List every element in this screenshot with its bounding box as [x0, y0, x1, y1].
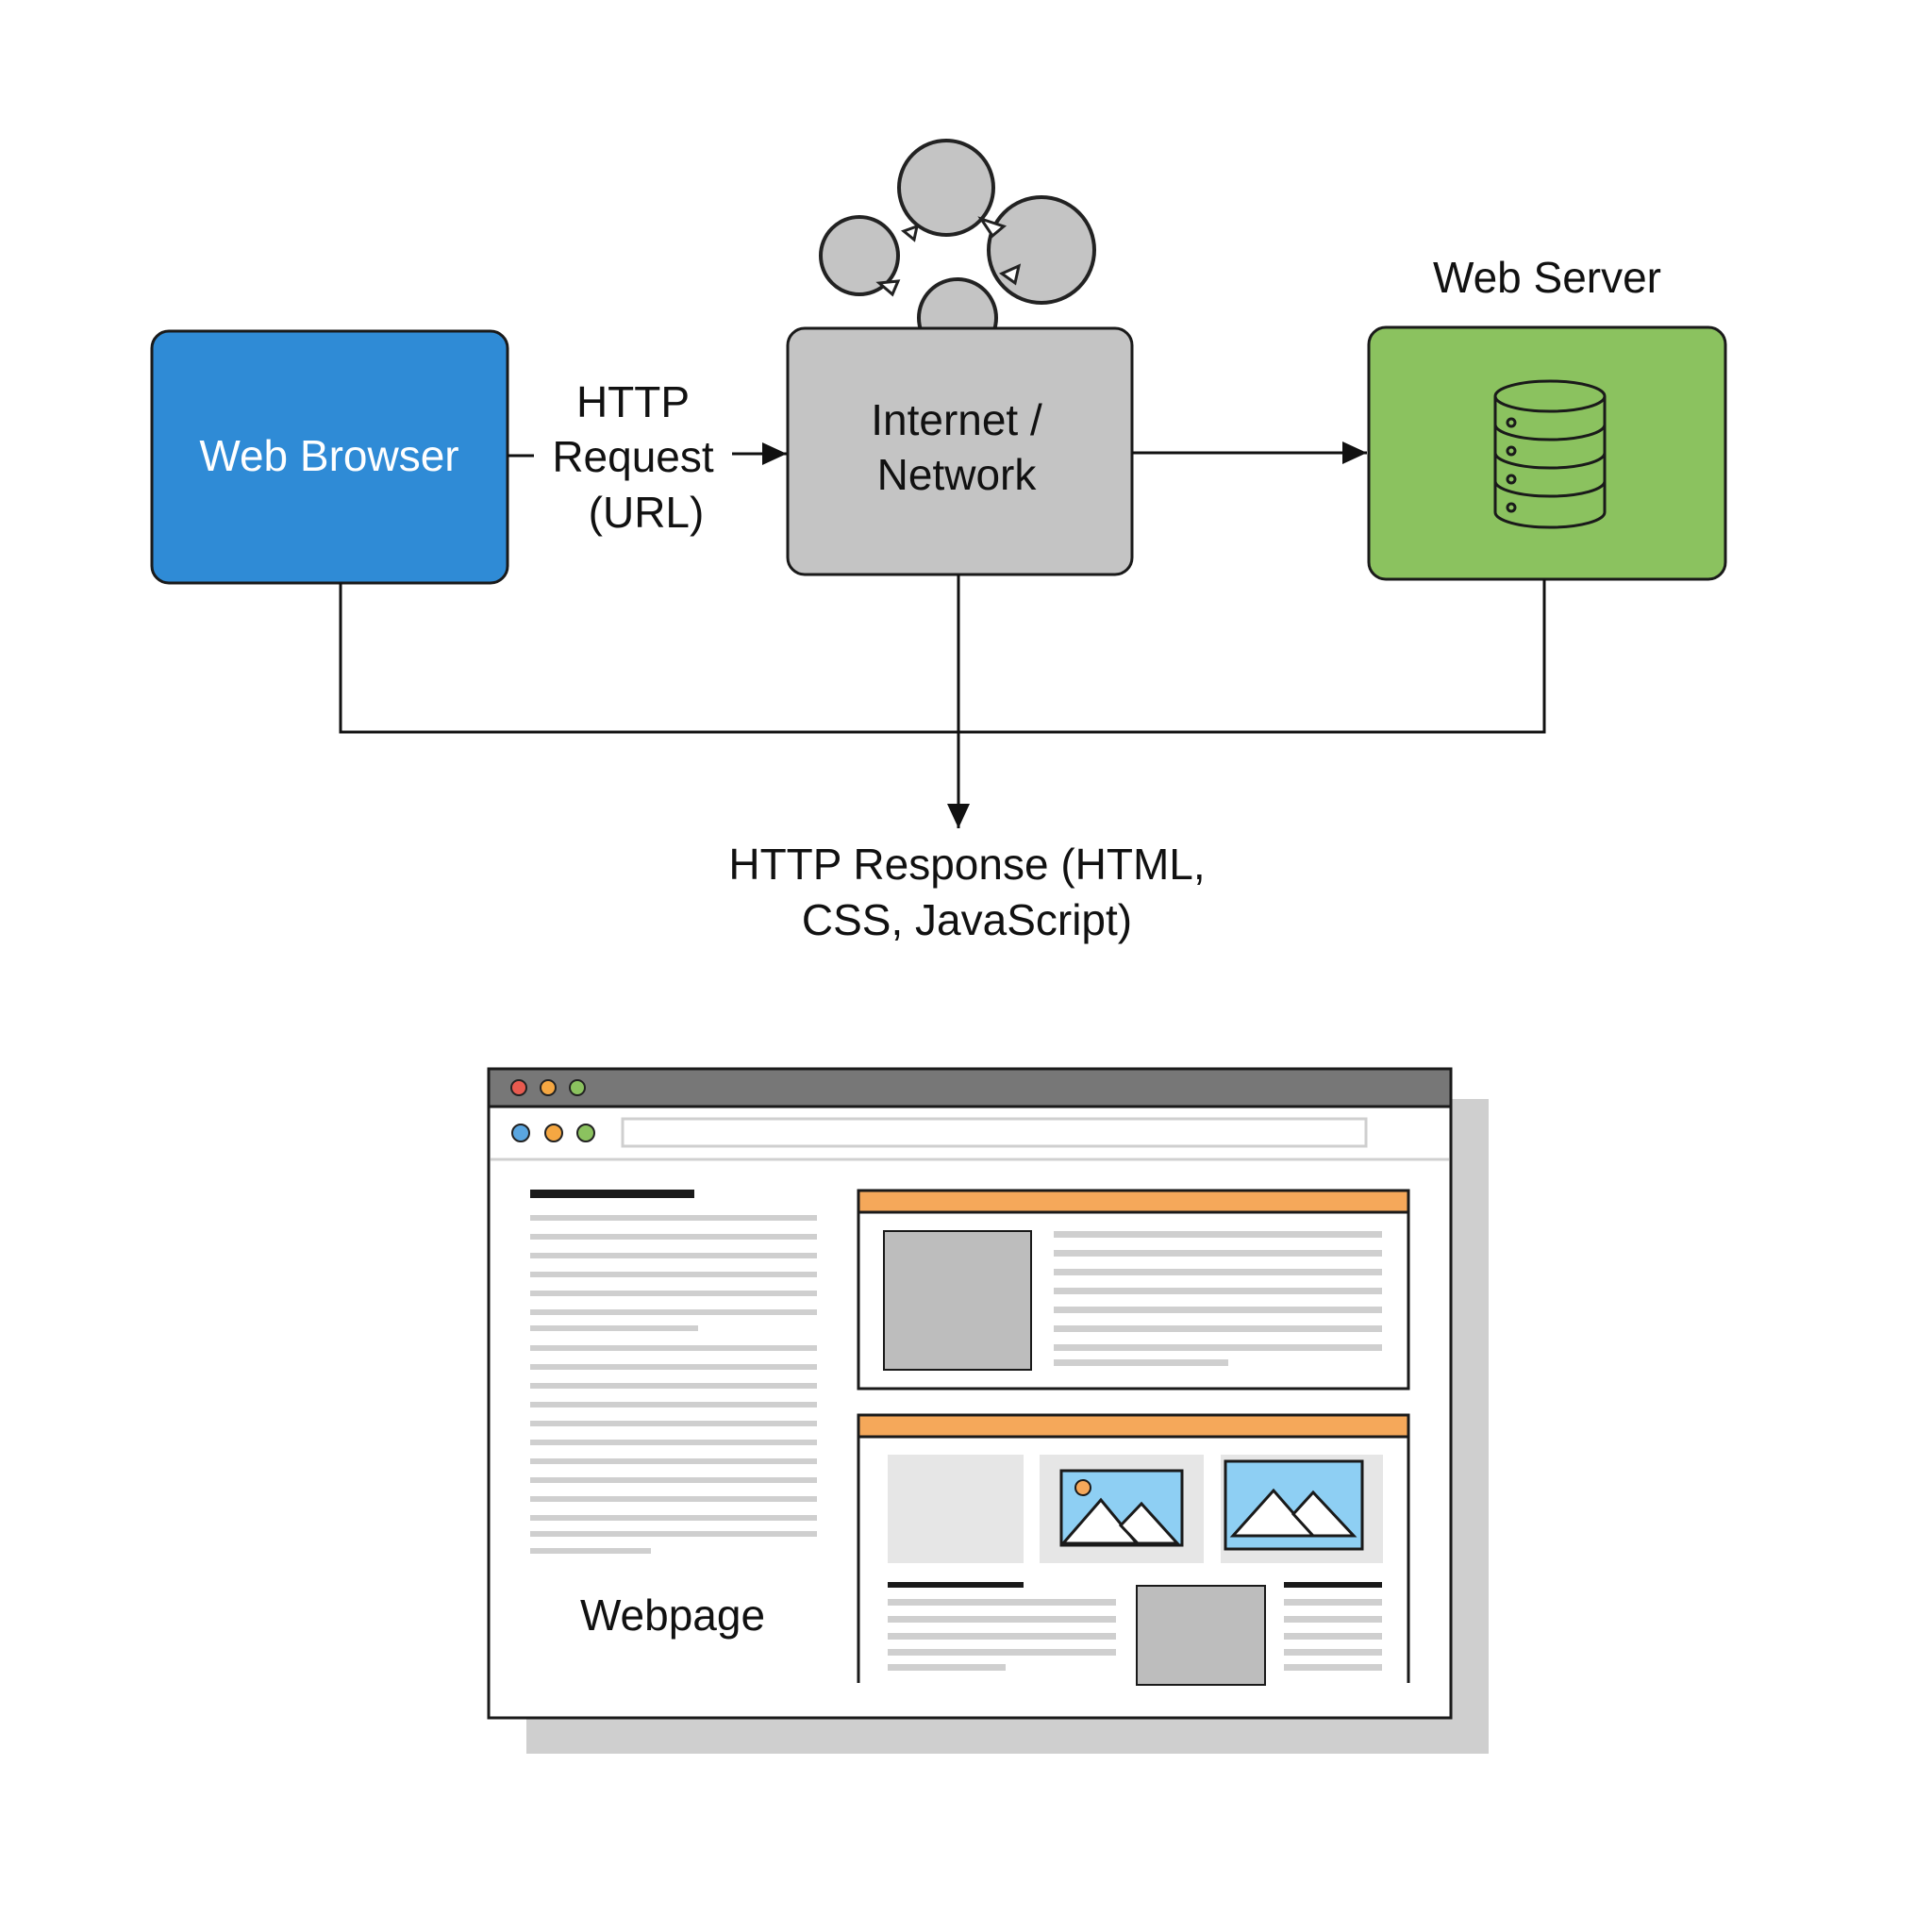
network-label-line-1: Internet /	[871, 395, 1042, 444]
window-dot	[510, 1079, 527, 1096]
window-control-dots	[510, 1079, 586, 1096]
panel-header-bar	[857, 1189, 1410, 1214]
subsection-heading-bar	[1284, 1582, 1382, 1588]
request-label-line-1: HTTP	[576, 377, 690, 426]
webpage-mockup: Webpage	[487, 1067, 1489, 1754]
toolbar-dot	[544, 1124, 563, 1142]
subsection-text-lines	[888, 1599, 1116, 1671]
response-label-line-1: HTTP Response (HTML,	[728, 840, 1205, 889]
window-dot	[540, 1079, 557, 1096]
article-column: Webpage	[530, 1190, 817, 1640]
toolbar-dot	[511, 1124, 530, 1142]
database-icon	[1493, 379, 1607, 529]
image-placeholder	[1136, 1585, 1266, 1686]
request-label-line-2: Request	[552, 432, 714, 481]
webpage-window	[487, 1067, 1453, 1720]
request-label-line-3: (URL)	[589, 488, 705, 537]
network-node-circle	[987, 195, 1096, 305]
response-label-line-2: CSS, JavaScript)	[802, 895, 1132, 944]
article-heading-bar	[530, 1190, 694, 1198]
network-node-circle	[897, 139, 995, 237]
request-edge	[508, 442, 787, 465]
gallery-placeholder	[888, 1455, 1024, 1563]
panel-text-lines	[1054, 1231, 1382, 1366]
network-node-circle	[819, 215, 900, 296]
network-cloud-icon	[819, 139, 1096, 358]
panel-header-bar	[857, 1413, 1410, 1439]
web-server-node: Web Server	[1367, 253, 1727, 581]
web-server-box	[1367, 325, 1727, 581]
network-node: Internet / Network	[786, 326, 1134, 576]
subsection-text-lines	[1284, 1599, 1382, 1671]
web-server-label: Web Server	[1433, 253, 1661, 302]
response-edge	[339, 575, 1546, 828]
feature-panel-bottom	[857, 1413, 1410, 1686]
address-bar	[621, 1117, 1368, 1148]
toolbar-dots	[511, 1124, 595, 1142]
gallery-image-icon	[1040, 1455, 1204, 1563]
feature-panel-top	[857, 1189, 1410, 1391]
gallery-image-icon	[1221, 1455, 1383, 1563]
toolbar-dot	[576, 1124, 595, 1142]
network-link-arrows	[875, 216, 1022, 297]
web-browser-node: Web Browser	[150, 329, 509, 585]
subsection-heading-bar	[888, 1582, 1024, 1588]
window-dot	[569, 1079, 586, 1096]
web-browser-label: Web Browser	[199, 431, 458, 480]
article-text-lines	[530, 1215, 817, 1554]
image-placeholder	[883, 1230, 1032, 1371]
network-label-line-2: Network	[877, 450, 1038, 499]
webpage-label: Webpage	[580, 1591, 765, 1640]
webpage-titlebar	[487, 1067, 1453, 1108]
